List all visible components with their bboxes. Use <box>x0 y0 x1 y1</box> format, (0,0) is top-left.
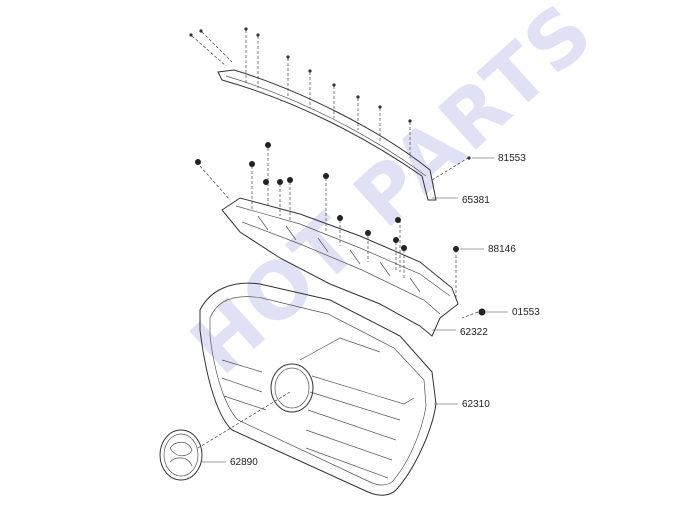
part-label-62322: 62322 <box>432 327 488 338</box>
part-number-81553: 81553 <box>498 153 526 164</box>
part-number-65381: 65381 <box>462 195 490 206</box>
part-label-81553: 81553 <box>472 153 526 164</box>
part-label-88146: 88146 <box>460 244 516 255</box>
part-label-62310: 62310 <box>434 399 490 410</box>
part-number-62322: 62322 <box>460 327 488 338</box>
part-label-65381: 65381 <box>432 195 490 206</box>
part-label-01553: 01553 <box>486 307 540 318</box>
part-number-62310: 62310 <box>462 399 490 410</box>
part-number-01553: 01553 <box>512 307 540 318</box>
upper-trim-strip <box>189 27 471 201</box>
front-grille <box>197 282 437 496</box>
part-label-62890: 62890 <box>202 457 258 468</box>
watermark-text: HOT PARTS <box>174 0 610 392</box>
grille-upper-bracket <box>195 142 486 337</box>
part-number-62890: 62890 <box>230 457 258 468</box>
grille-emblem <box>159 429 203 481</box>
strip-clip-pins <box>191 30 469 181</box>
part-number-88146: 88146 <box>488 244 516 255</box>
